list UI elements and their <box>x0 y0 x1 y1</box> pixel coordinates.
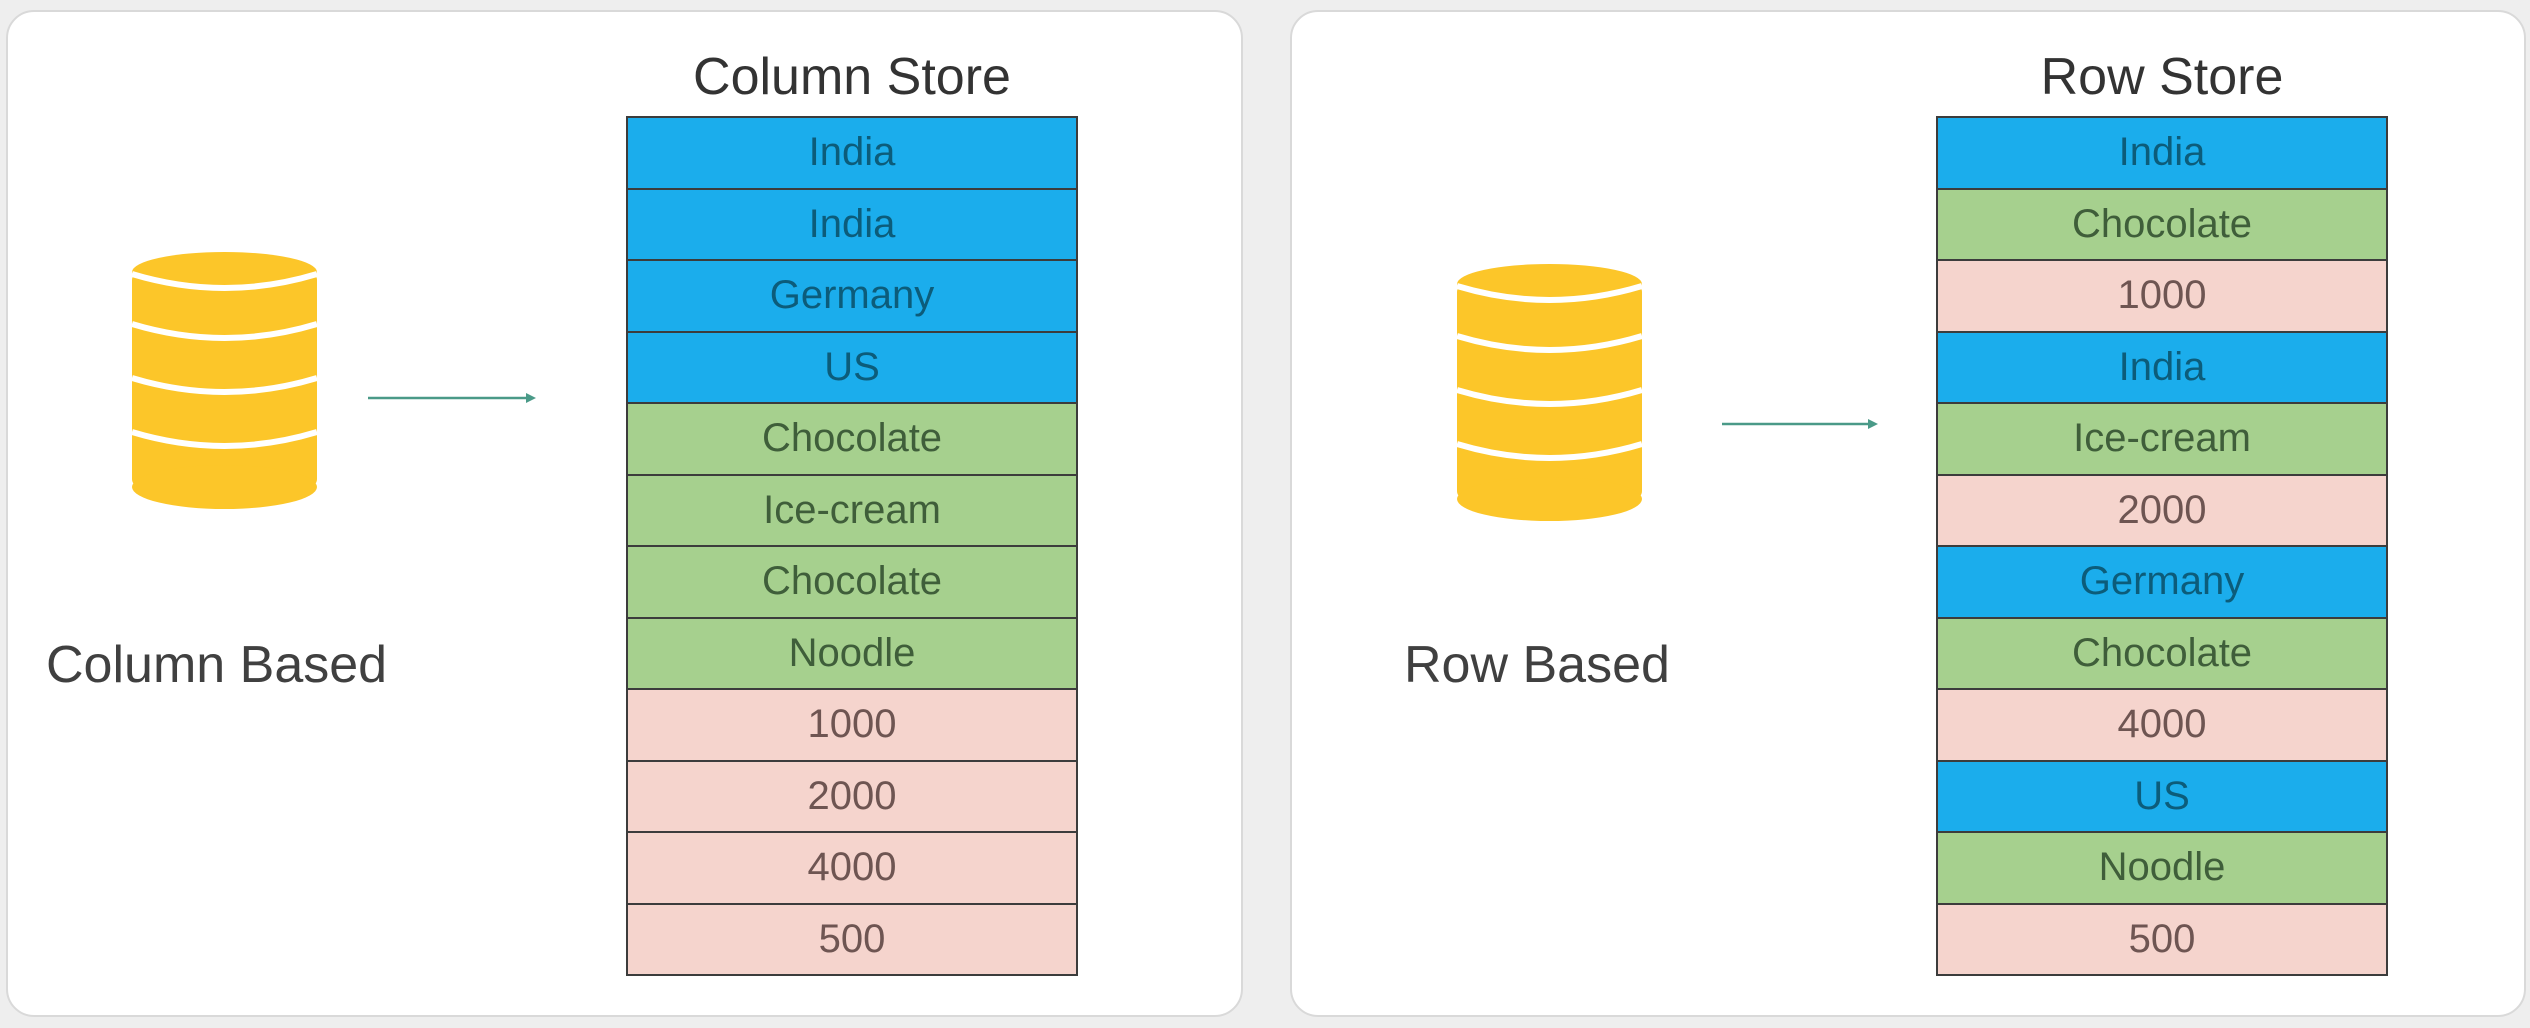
store-cell-pink: 2000 <box>1938 475 2386 545</box>
store-cell-green: Noodle <box>1938 833 2386 903</box>
store-cell-pink: 2000 <box>628 761 1076 831</box>
store-cell-green: Chocolate <box>1938 189 2386 259</box>
store-cell-pink: 4000 <box>628 833 1076 903</box>
store-cell-green: Ice-cream <box>1938 404 2386 474</box>
store-cell-green: Noodle <box>628 618 1076 688</box>
store-cell-blue: Germany <box>628 261 1076 331</box>
store-cell-green: Chocolate <box>1938 618 2386 688</box>
database-icon <box>132 252 317 509</box>
store-cell-green: Chocolate <box>628 547 1076 617</box>
database-icon <box>1457 264 1642 521</box>
arrow-right-icon <box>1722 419 1878 429</box>
arrow-right-icon <box>368 393 536 403</box>
store-cell-green: Chocolate <box>628 404 1076 474</box>
store-cell-pink: 500 <box>1938 904 2386 974</box>
store-cell-blue: US <box>628 332 1076 402</box>
store-cell-blue: India <box>1938 118 2386 188</box>
store-cell-pink: 4000 <box>1938 690 2386 760</box>
row-store-title: Row Store <box>2040 48 2284 106</box>
store-cell-green: Ice-cream <box>628 475 1076 545</box>
column-based-label: Column Based <box>46 636 388 694</box>
row-based-label: Row Based <box>1404 636 1670 694</box>
store-cell-pink: 500 <box>628 904 1076 974</box>
store-cell-pink: 1000 <box>628 690 1076 760</box>
store-cell-blue: US <box>1938 761 2386 831</box>
store-cell-blue: Germany <box>1938 547 2386 617</box>
store-cell-blue: India <box>628 189 1076 259</box>
store-cell-pink: 1000 <box>1938 261 2386 331</box>
column-store-title: Column Store <box>693 48 1011 106</box>
store-cell-blue: India <box>628 118 1076 188</box>
store-cell-blue: India <box>1938 332 2386 402</box>
